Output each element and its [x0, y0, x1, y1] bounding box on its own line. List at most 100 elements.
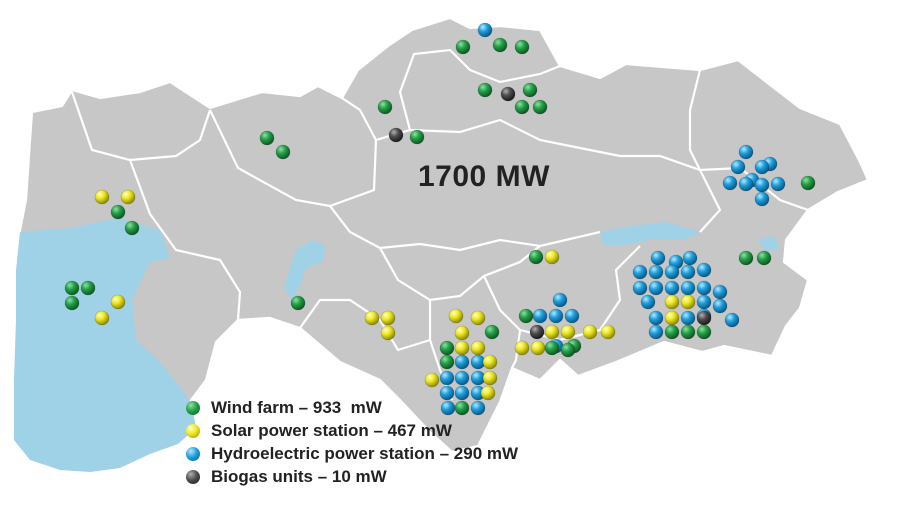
wind-farm-marker	[64, 280, 80, 296]
wind-farm-marker	[477, 82, 493, 98]
wind-farm-marker	[124, 220, 140, 236]
solar-station-marker	[470, 310, 486, 326]
solar-station-marker	[560, 324, 576, 340]
hydro-station-marker	[724, 312, 740, 328]
hydro-station-marker	[439, 385, 455, 401]
wind-farm-marker	[259, 130, 275, 146]
wind-farm-marker	[409, 129, 425, 145]
hydro-station-marker	[664, 280, 680, 296]
hydro-station-marker	[532, 308, 548, 324]
power-station-markers	[64, 22, 816, 416]
wind-farm-marker	[696, 324, 712, 340]
hydro-station-icon	[186, 446, 200, 461]
hydro-station-marker	[439, 370, 455, 386]
solar-station-marker	[120, 189, 136, 205]
hydro-station-marker	[440, 400, 456, 416]
solar-station-marker	[544, 324, 560, 340]
legend-label-biogas: Biogas units – 10 mW	[211, 466, 387, 486]
solar-station-marker	[110, 294, 126, 310]
hydro-station-marker	[696, 262, 712, 278]
hydro-station-marker	[454, 385, 470, 401]
solar-station-marker	[664, 310, 680, 326]
hydro-station-marker	[682, 250, 698, 266]
hydro-station-marker	[696, 280, 712, 296]
solar-station-marker	[454, 340, 470, 356]
legend-item-solar: Solar power station – 467 mW	[186, 419, 518, 442]
solar-station-icon	[186, 423, 200, 438]
solar-station-marker	[482, 370, 498, 386]
wind-farm-marker	[64, 295, 80, 311]
legend-item-biogas: Biogas units – 10 mW	[186, 465, 518, 488]
hydro-station-marker	[730, 159, 746, 175]
total-capacity-label: 1700 MW	[418, 160, 550, 193]
hydro-station-marker	[770, 176, 786, 192]
hydro-station-marker	[680, 280, 696, 296]
hydro-station-marker	[552, 292, 568, 308]
wind-farm-icon	[186, 400, 200, 415]
lake-balkhash	[600, 222, 700, 246]
wind-farm-marker	[290, 295, 306, 311]
solar-station-marker	[364, 310, 380, 326]
legend: Wind farm – 933 mW Solar power station –…	[186, 396, 518, 488]
wind-farm-marker	[800, 175, 816, 191]
wind-farm-marker	[664, 324, 680, 340]
hydro-station-marker	[680, 310, 696, 326]
hydro-station-marker	[548, 308, 564, 324]
solar-station-marker	[480, 385, 496, 401]
wind-farm-marker	[560, 342, 576, 358]
hydro-station-marker	[648, 264, 664, 280]
hydro-station-marker	[640, 294, 656, 310]
solar-station-marker	[380, 325, 396, 341]
hydro-station-marker	[738, 176, 754, 192]
hydro-station-marker	[696, 294, 712, 310]
caspian-sea	[14, 218, 196, 472]
hydro-station-marker	[648, 280, 664, 296]
legend-label-wind: Wind farm – 933 mW	[211, 397, 382, 417]
legend-item-wind: Wind farm – 933 mW	[186, 396, 518, 419]
wind-farm-marker	[455, 39, 471, 55]
hydro-station-marker	[470, 400, 486, 416]
hydro-station-marker	[632, 264, 648, 280]
hydro-station-marker	[648, 310, 664, 326]
hydro-station-marker	[712, 298, 728, 314]
hydro-station-marker	[648, 324, 664, 340]
hydro-station-marker	[664, 264, 680, 280]
wind-farm-marker	[439, 354, 455, 370]
solar-station-marker	[94, 310, 110, 326]
solar-station-marker	[544, 249, 560, 265]
hydro-station-marker	[477, 22, 493, 38]
wind-farm-marker	[377, 99, 393, 115]
wind-farm-marker	[738, 250, 754, 266]
solar-station-marker	[514, 340, 530, 356]
lake-alakol	[758, 236, 780, 252]
wind-farm-marker	[275, 144, 291, 160]
hydro-station-marker	[632, 280, 648, 296]
solar-station-marker	[530, 340, 546, 356]
solar-station-marker	[380, 310, 396, 326]
solar-station-marker	[600, 324, 616, 340]
wind-farm-marker	[514, 39, 530, 55]
biogas-unit-marker	[529, 324, 545, 340]
solar-station-marker	[424, 372, 440, 388]
wind-farm-marker	[492, 37, 508, 53]
wind-farm-marker	[514, 99, 530, 115]
biogas-unit-marker	[696, 310, 712, 326]
wind-farm-marker	[80, 280, 96, 296]
aral-sea	[284, 240, 326, 300]
solar-station-marker	[448, 308, 464, 324]
legend-item-hydro: Hydroelectric power station – 290 mW	[186, 442, 518, 465]
legend-label-hydro: Hydroelectric power station – 290 mW	[211, 443, 519, 463]
wind-farm-marker	[544, 340, 560, 356]
solar-station-marker	[664, 294, 680, 310]
solar-station-marker	[680, 294, 696, 310]
hydro-station-marker	[454, 354, 470, 370]
solar-station-marker	[482, 354, 498, 370]
wind-farm-marker	[522, 82, 538, 98]
solar-station-marker	[94, 189, 110, 205]
hydro-station-marker	[712, 284, 728, 300]
biogas-unit-marker	[388, 127, 404, 143]
hydro-station-marker	[738, 144, 754, 160]
solar-station-marker	[454, 325, 470, 341]
biogas-unit-icon	[186, 469, 200, 484]
